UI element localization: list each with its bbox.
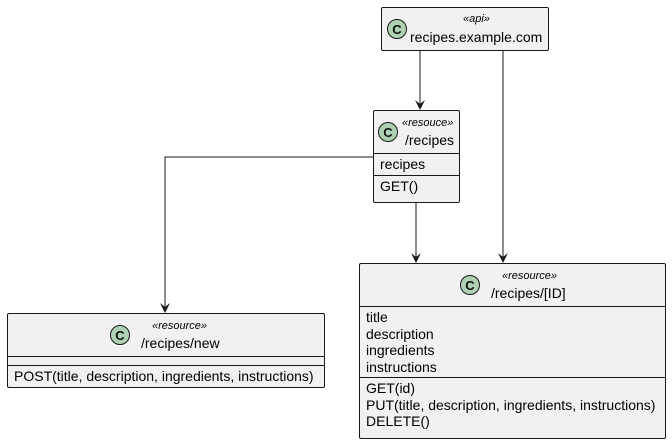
- class-c-icon: C: [387, 19, 407, 39]
- class-c-icon: C: [378, 122, 398, 142]
- class-stereotype: «api»: [463, 13, 490, 25]
- class-header: C «resource» /recipes/new: [8, 314, 324, 356]
- class-name: /recipes: [405, 132, 455, 148]
- method: DELETE(): [366, 413, 430, 429]
- class-header: C «api» recipes.example.com: [382, 8, 548, 50]
- class-fields-empty: [8, 356, 324, 365]
- method: POST(title, description, ingredients, in…: [14, 368, 314, 384]
- class-methods: GET(): [374, 174, 459, 197]
- class-recipes-new: C «resource» /recipes/new POST(title, de…: [7, 313, 325, 388]
- class-methods: POST(title, description, ingredients, in…: [8, 365, 324, 387]
- class-c-icon: C: [110, 325, 130, 345]
- method: GET(): [380, 177, 419, 194]
- class-methods: GET(id) PUT(title, description, ingredie…: [360, 377, 665, 432]
- class-api-root: C «api» recipes.example.com: [381, 7, 549, 51]
- class-recipes: C «resouce» /recipes recipes GET(): [373, 110, 460, 203]
- class-stereotype: «resource»: [152, 320, 208, 332]
- field: title: [366, 309, 388, 325]
- field: description: [366, 325, 434, 342]
- class-name: recipes.example.com: [410, 29, 543, 45]
- class-fields: recipes: [374, 153, 459, 175]
- class-name: /recipes/[ID]: [491, 285, 566, 301]
- field: recipes: [380, 156, 426, 172]
- class-recipe-id: C «resource» /recipes/[ID] title descrip…: [359, 263, 666, 439]
- class-c-icon: C: [460, 275, 480, 295]
- field: ingredients: [366, 342, 435, 358]
- class-stereotype: «resource»: [502, 270, 558, 282]
- edge-recipes-to-recipe-new: [160, 156, 374, 313]
- class-name: /recipes/new: [141, 335, 220, 351]
- class-fields: title description ingredients instructio…: [360, 306, 665, 377]
- class-header: C «resource» /recipes/[ID]: [360, 264, 665, 306]
- field: instructions: [366, 358, 437, 375]
- class-header: C «resouce» /recipes: [374, 111, 459, 153]
- method: GET(id): [366, 380, 415, 396]
- class-stereotype: «resouce»: [402, 117, 454, 129]
- method: PUT(title, description, ingredients, ins…: [366, 396, 656, 413]
